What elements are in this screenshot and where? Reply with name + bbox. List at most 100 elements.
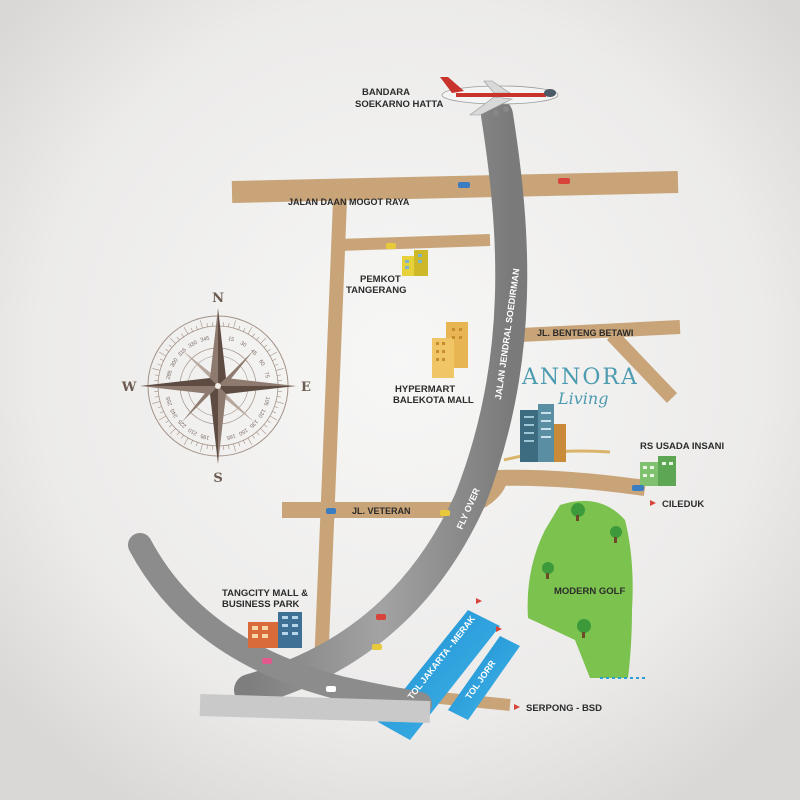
- compass-degree-label: 210: [188, 426, 199, 436]
- compass-tick: [233, 320, 236, 329]
- road-label-benteng-betawi: JL. BENTENG BETAWI: [537, 328, 633, 338]
- compass-degree-label: 135: [248, 418, 259, 429]
- compass-tick: [159, 411, 164, 414]
- compass-tick: [181, 333, 184, 338]
- compass-tick: [272, 411, 277, 414]
- compass-degree-label: 15: [227, 336, 234, 343]
- rs-usada-label: RS USADA INSANI: [640, 441, 724, 452]
- compass-tick: [200, 443, 203, 452]
- direction-arrow-icon: [514, 704, 520, 710]
- compass-tick: [252, 333, 255, 338]
- compass-tick: [168, 344, 173, 348]
- compass-tick: [158, 351, 167, 357]
- compass-tick: [252, 434, 255, 439]
- compass-ticks: [150, 318, 286, 454]
- tree-icon: [577, 619, 591, 638]
- airport-label-line2: SOEKARNO HATTA: [355, 99, 443, 110]
- road-cileduk[interactable]: [494, 469, 647, 496]
- compass-tick: [154, 396, 159, 398]
- road-vertical-left[interactable]: [313, 199, 347, 691]
- compass-tick: [269, 351, 278, 357]
- compass-tick: [260, 337, 267, 344]
- tree-icon: [571, 503, 585, 521]
- compass-degree-label: 330: [188, 340, 199, 350]
- compass-east: E: [301, 380, 311, 395]
- compass-north: N: [212, 291, 224, 306]
- compass-tick: [152, 401, 161, 404]
- pemkot-building-icon[interactable]: [402, 250, 428, 276]
- road-benteng-diagonal[interactable]: [606, 330, 678, 403]
- compass-tick: [238, 325, 241, 330]
- tree-icon: [610, 526, 622, 543]
- airplane-icon[interactable]: [440, 77, 559, 116]
- car-icon: [326, 686, 336, 692]
- compass-degree-label: 45: [249, 348, 258, 357]
- annora-logo-line2: Living: [557, 389, 608, 408]
- compass-tick: [277, 374, 282, 376]
- compass-tick: [176, 431, 180, 436]
- road-curve-lower[interactable]: [128, 533, 432, 716]
- compass-tick: [269, 415, 278, 421]
- compass-degree-label: 300: [170, 358, 180, 369]
- compass-tick: [243, 440, 246, 445]
- tangcity-mall-icon[interactable]: [248, 612, 302, 648]
- compass-west: W: [121, 380, 137, 395]
- compass-tick: [238, 442, 241, 447]
- compass-tick: [183, 437, 189, 446]
- road-soedirman-flyover[interactable]: [234, 99, 528, 706]
- compass-degree-label: 150: [238, 426, 249, 436]
- compass-south: S: [213, 471, 222, 486]
- cars: [262, 178, 644, 692]
- flyover-highway: [128, 99, 528, 723]
- compass-tick: [183, 326, 189, 335]
- compass-tick: [169, 337, 176, 344]
- compass-degree-label: 255: [166, 396, 174, 406]
- compass-rose: 1530456075105120135150165195210225240255…: [121, 291, 311, 486]
- hospital-building-icon[interactable]: [640, 456, 676, 486]
- compass-degree-label: 75: [263, 371, 270, 378]
- destination-serpong: SERPONG - BSD: [526, 703, 602, 714]
- golf-label: MODERN GOLF: [554, 586, 625, 597]
- hypermart-building-icon[interactable]: [432, 322, 468, 378]
- annora-tower-icon[interactable]: [503, 404, 611, 462]
- car-icon: [326, 508, 336, 514]
- direction-arrow-icon: [650, 500, 656, 506]
- road-tol-jorr[interactable]: [448, 636, 520, 720]
- road-label-veteran: JL. VETERAN: [352, 506, 411, 516]
- compass-tick: [154, 374, 159, 376]
- tree-icon: [542, 562, 554, 579]
- compass-degree-label: 60: [257, 359, 265, 367]
- compass-tick: [233, 443, 236, 452]
- compass-tick: [152, 368, 161, 371]
- compass-tick: [206, 322, 208, 327]
- compass-degree-label: 195: [200, 432, 210, 440]
- road-label-daan-mogot: JALAN DAAN MOGOT RAYA: [288, 197, 410, 207]
- compass-tick: [247, 437, 253, 446]
- compass-degrees: 1530456075105120135150165195210225240255…: [166, 336, 271, 441]
- direction-arrow-icon: [476, 598, 482, 604]
- tangcity-label-line2: BUSINESS PARK: [222, 599, 300, 610]
- pemkot-label-line2: TANGERANG: [346, 285, 407, 296]
- golf-shape[interactable]: [527, 500, 633, 678]
- annora-living-logo[interactable]: ANNORA Living: [521, 365, 639, 408]
- compass-tick: [247, 326, 253, 335]
- compass-degree-label: 315: [177, 347, 188, 358]
- car-icon: [262, 658, 272, 664]
- hypermart-label-line2: BALEKOTA MALL: [393, 395, 474, 406]
- road-benteng-betawi[interactable]: [499, 320, 681, 343]
- compass-tick: [165, 420, 170, 423]
- compass-degree-label: 285: [166, 370, 174, 380]
- car-icon: [458, 182, 470, 188]
- car-icon: [376, 614, 386, 620]
- compass-tick: [228, 445, 230, 450]
- compass-tick: [159, 358, 164, 361]
- road-pemkot-link[interactable]: [337, 234, 491, 251]
- modern-golf-area: [527, 500, 648, 679]
- road-daan-mogot[interactable]: [231, 171, 679, 203]
- compass-tick: [195, 442, 198, 447]
- compass-tick: [181, 434, 184, 439]
- compass-tick: [277, 396, 282, 398]
- annora-logo-line1: ANNORA: [521, 365, 639, 390]
- airport-label-line1: BANDARA: [362, 87, 410, 98]
